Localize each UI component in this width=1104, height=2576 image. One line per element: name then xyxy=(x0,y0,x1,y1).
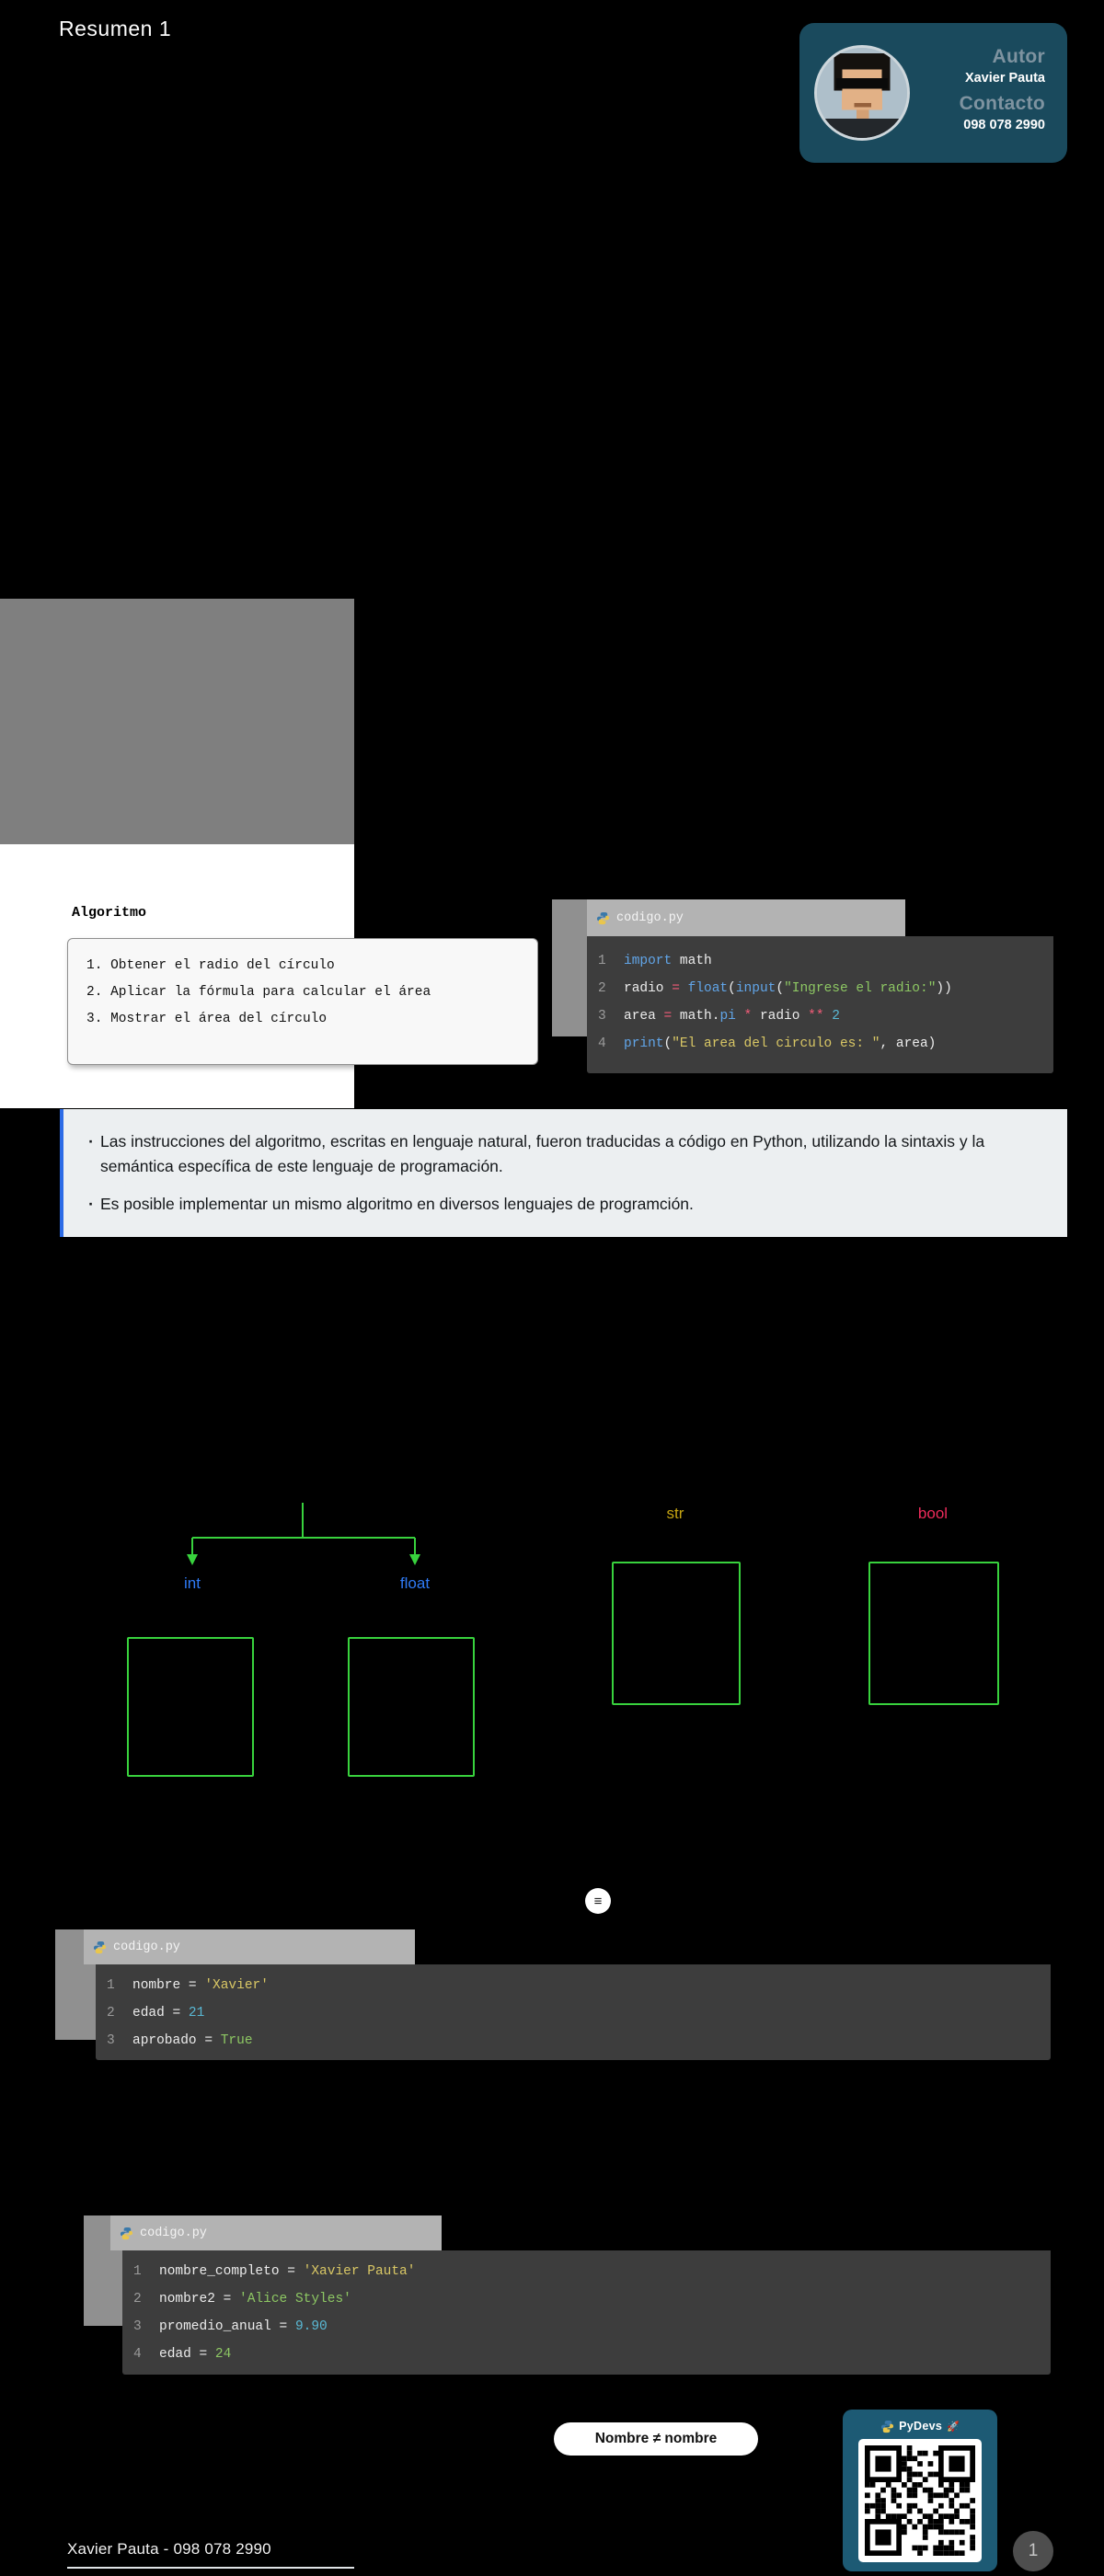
line-number: 4 xyxy=(133,2347,142,2362)
line-number: 2 xyxy=(598,981,606,996)
line-number: 1 xyxy=(107,1978,115,1993)
python-icon xyxy=(120,2227,133,2240)
type-label-int: int xyxy=(184,1574,201,1592)
bullet-text: Es posible implementar un mismo algoritm… xyxy=(100,1195,694,1213)
bullet-text: Las instrucciones del algoritmo, escrita… xyxy=(100,1132,985,1175)
line-number: 2 xyxy=(133,2292,142,2307)
algorithm-steps: 1. Obtener el radio del círculo 2. Aplica… xyxy=(86,953,519,1033)
python-icon xyxy=(596,911,610,925)
algorithm-step: 2. Aplicar la fórmula para calcular el á… xyxy=(86,985,431,1000)
line-number: 1 xyxy=(598,954,606,968)
footer-signature: Xavier Pauta - 098 078 2990 xyxy=(67,2540,354,2569)
code-window-header: codigo.py xyxy=(84,1929,415,1964)
avatar xyxy=(814,45,910,141)
algorithm-step: 3. Mostrar el área del círculo xyxy=(86,1012,328,1026)
line-number: 3 xyxy=(598,1009,606,1024)
code-filename: codigo.py xyxy=(616,910,684,925)
type-box-bool xyxy=(868,1562,999,1705)
type-box-float xyxy=(348,1637,475,1777)
author-label: Autor xyxy=(992,46,1045,68)
type-box-int xyxy=(127,1637,254,1777)
type-label-bool: bool xyxy=(917,1505,949,1522)
bullet-marker: · xyxy=(88,1132,94,1151)
toggle-button[interactable]: ≡ xyxy=(585,1888,611,1914)
bullet-marker: · xyxy=(88,1195,94,1213)
line-number: 4 xyxy=(598,1036,606,1051)
algorithm-label: Algoritmo xyxy=(72,905,147,921)
tree-connector xyxy=(187,1503,420,1565)
qr-code xyxy=(858,2439,982,2562)
line-number: 2 xyxy=(107,2006,115,2021)
algorithm-step: 1. Obtener el radio del círculo xyxy=(86,958,335,973)
pixel-avatar-icon xyxy=(817,48,907,138)
code-filename: codigo.py xyxy=(113,1940,180,1954)
type-box-str xyxy=(612,1562,741,1705)
line-number: 1 xyxy=(133,2264,142,2279)
menu-icon: ≡ xyxy=(593,1893,603,1909)
algorithm-box: 1. Obtener el radio del círculo 2. Aplica… xyxy=(67,938,538,1065)
author-name: Xavier Pauta xyxy=(964,71,1045,86)
callout-bullet: · Las instrucciones del algoritmo, escrit… xyxy=(82,1129,1025,1179)
qr-card: PyDevs 🚀 xyxy=(843,2410,997,2571)
author-card: Autor Xavier Pauta Contacto 098 078 2990 xyxy=(799,23,1067,163)
line-number: 3 xyxy=(133,2319,142,2334)
comparison-badge: Nombre ≠ nombre xyxy=(554,2422,758,2456)
callout-bullet: · Es posible implementar un mismo algorit… xyxy=(82,1192,1025,1217)
python-icon xyxy=(880,2420,894,2433)
page-title: Resumen 1 xyxy=(59,17,172,40)
contact-phone: 098 078 2990 xyxy=(963,118,1045,133)
code-window-header: codigo.py xyxy=(110,2215,442,2250)
line-number: 3 xyxy=(107,2033,115,2048)
rocket-icon: 🚀 xyxy=(947,2421,960,2433)
code-window-header: codigo.py xyxy=(587,899,905,936)
qr-card-title: PyDevs xyxy=(899,2420,943,2433)
placeholder-image xyxy=(0,599,354,844)
page-number-badge: 1 xyxy=(1013,2531,1053,2571)
python-icon xyxy=(93,1941,107,1954)
type-label-float: float xyxy=(399,1574,431,1592)
type-label-str: str xyxy=(666,1505,684,1522)
callout: · Las instrucciones del algoritmo, escrit… xyxy=(60,1109,1067,1237)
contact-label: Contacto xyxy=(959,93,1045,114)
code-filename: codigo.py xyxy=(140,2226,207,2240)
